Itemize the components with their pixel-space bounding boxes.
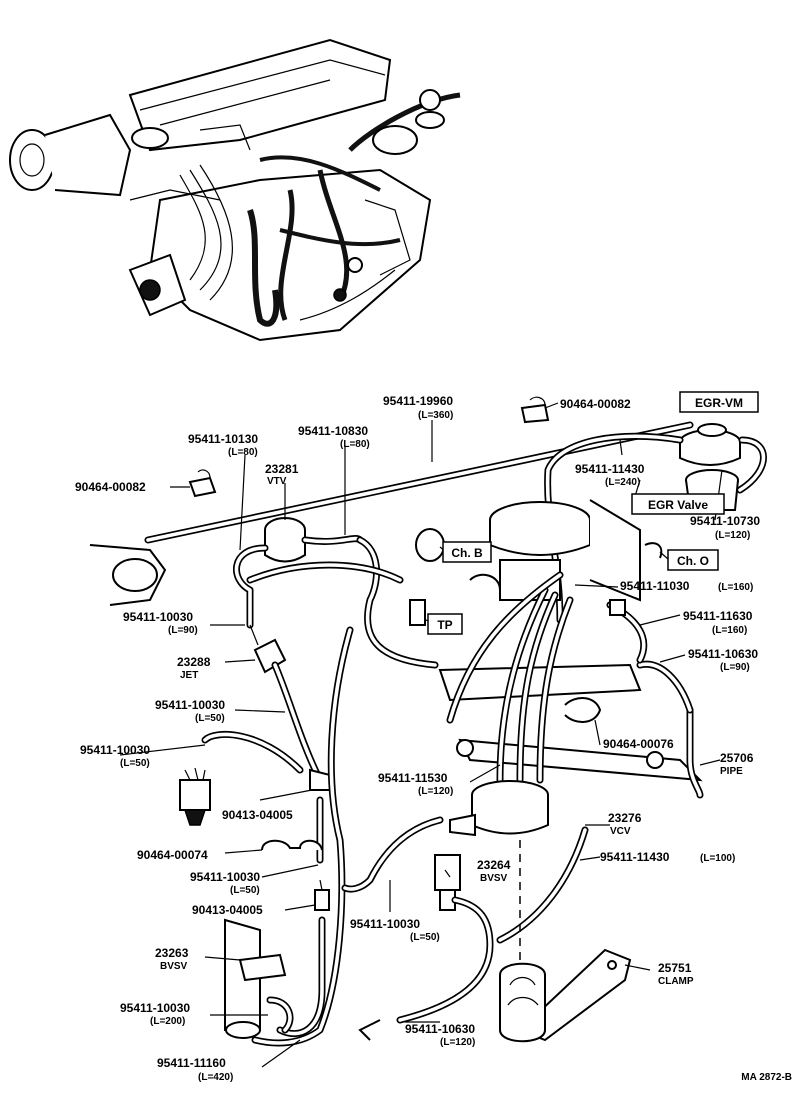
label-95411-10630-b-len: (L=120) (440, 1037, 475, 1048)
label-95411-10630-b: 95411-10630 (405, 1022, 475, 1036)
label-95411-11160-len: (L=420) (198, 1072, 233, 1083)
label-95411-10030-e: 95411-10030 (350, 917, 420, 931)
label-95411-10030-d: 95411-10030 (190, 870, 260, 884)
label-pipe: PIPE (720, 766, 743, 777)
ch-b-label: Ch. B (451, 546, 483, 560)
label-95411-11430-a: 95411-11430 (575, 462, 645, 476)
thermo-switch (179, 767, 211, 826)
label-90464-00076: 90464-00076 (603, 737, 674, 751)
label-95411-10030-b: 95411-10030 (155, 698, 225, 712)
label-95411-10030-d-len: (L=50) (230, 885, 260, 896)
label-95411-11030-len: (L=160) (718, 582, 753, 593)
label-95411-19960-len: (L=360) (418, 410, 453, 421)
bvsv-23263 (224, 918, 287, 1039)
label-clamp: CLAMP (658, 976, 694, 987)
label-95411-11160: 95411-11160 (157, 1056, 226, 1070)
label-vtv: VTV (267, 476, 287, 487)
label-23281: 23281 (265, 462, 299, 476)
label-95411-11630: 95411-11630 (683, 609, 753, 623)
label-25706: 25706 (720, 751, 754, 765)
label-95411-10830-len: (L=80) (340, 439, 370, 450)
egr-valve-label: EGR Valve (648, 498, 708, 512)
label-95411-11030: 95411-11030 (620, 579, 690, 593)
label-95411-10030-a: 95411-10030 (123, 610, 193, 624)
leader-lines (119, 402, 723, 1068)
label-bvsv-b: BVSV (160, 961, 188, 972)
hose-assembly (89, 396, 767, 1047)
label-jet: JET (180, 670, 198, 681)
egr-vacuum-modulator (679, 423, 741, 466)
label-23288: 23288 (177, 655, 211, 669)
label-95411-11430-a-len: (L=240) (605, 477, 640, 488)
jet-23288 (253, 638, 287, 674)
label-95411-11630-len: (L=160) (712, 625, 747, 636)
egr-vm-label: EGR-VM (695, 396, 743, 410)
vcv-valve (449, 780, 549, 837)
label-23263: 23263 (155, 946, 189, 960)
label-95411-10030-f-len: (L=200) (150, 1016, 185, 1027)
label-95411-10730: 95411-10730 (690, 514, 760, 528)
label-95411-10030-b-len: (L=50) (195, 713, 225, 724)
label-95411-10030-c: 95411-10030 (80, 743, 150, 757)
label-boxes: EGR-VM EGR Valve Ch. B Ch. O TP (427, 391, 759, 635)
ch-o-label: Ch. O (677, 554, 709, 568)
label-95411-10130: 95411-10130 (188, 432, 258, 446)
label-95411-19960: 95411-19960 (383, 394, 453, 408)
label-95411-10030-e-len: (L=50) (410, 932, 440, 943)
label-95411-10730-len: (L=120) (715, 530, 750, 541)
label-23264: 23264 (477, 858, 511, 872)
label-90464-00082-left: 90464-00082 (75, 480, 146, 494)
clamp-25751 (499, 948, 632, 1043)
label-95411-11430-b: 95411-11430 (600, 850, 670, 864)
label-95411-10630-a-len: (L=90) (720, 662, 750, 673)
label-95411-10130-len: (L=80) (228, 447, 258, 458)
label-90464-00074: 90464-00074 (137, 848, 208, 862)
label-bvsv-a: BVSV (480, 873, 508, 884)
label-95411-10630-a: 95411-10630 (688, 647, 758, 661)
footer-code: MA 2872-B (741, 1072, 792, 1083)
label-23276: 23276 (608, 811, 642, 825)
label-90464-00082-top: 90464-00082 (560, 397, 631, 411)
label-25751: 25751 (658, 961, 692, 975)
vtv-valve (264, 517, 306, 563)
label-95411-11530-len: (L=120) (418, 786, 453, 797)
label-95411-10030-c-len: (L=50) (120, 758, 150, 769)
label-95411-11530: 95411-11530 (378, 771, 448, 785)
label-90413-04005-b: 90413-04005 (192, 903, 263, 917)
part-labels: 95411-19960 (L=360) 90464-00082 95411-10… (75, 394, 792, 1083)
label-90413-04005-a: 90413-04005 (222, 808, 293, 822)
engine-overview (9, 38, 461, 342)
carburetor (469, 499, 641, 602)
label-95411-10830: 95411-10830 (298, 424, 368, 438)
label-vcv: VCV (610, 826, 631, 837)
label-95411-11430-b-len: (L=100) (700, 853, 735, 864)
tp-label: TP (437, 618, 452, 632)
label-95411-10030-f: 95411-10030 (120, 1001, 190, 1015)
label-95411-10030-a-len: (L=90) (168, 625, 198, 636)
